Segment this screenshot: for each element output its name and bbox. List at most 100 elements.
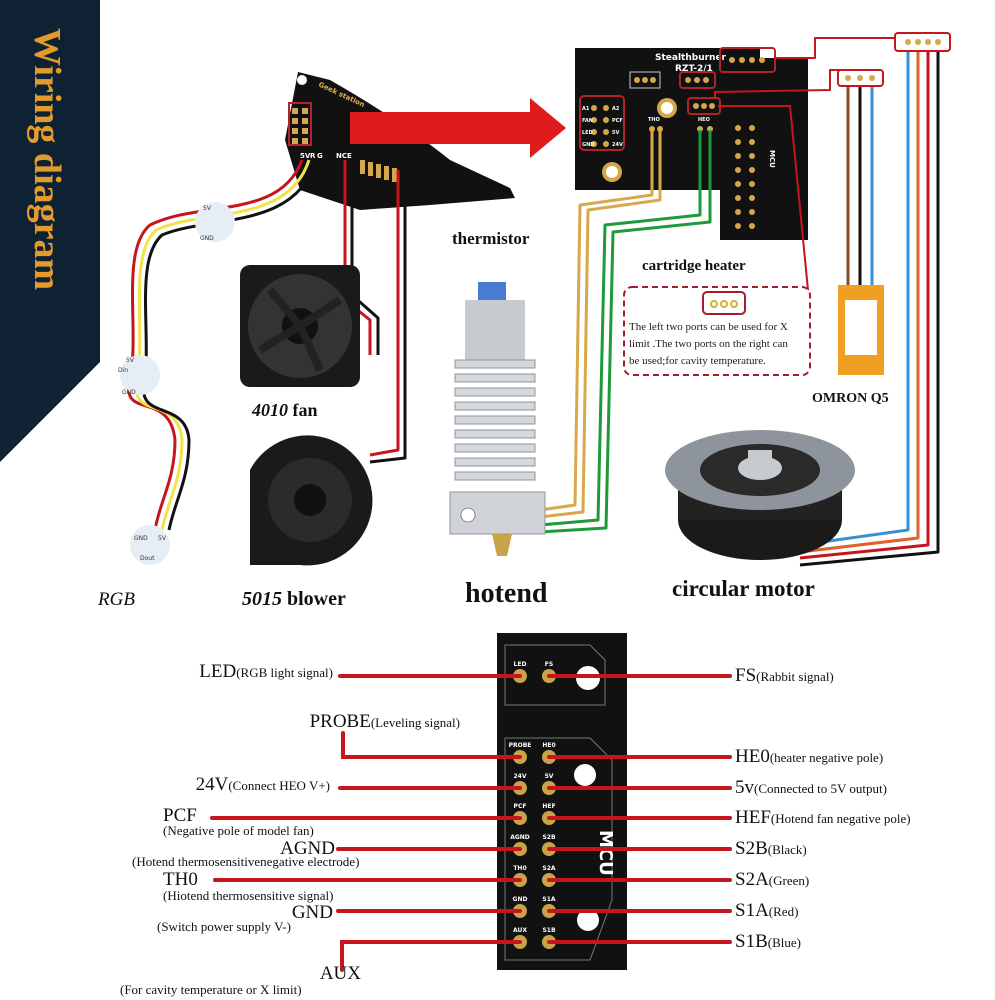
label-led: LED(RGB light signal) xyxy=(199,661,333,682)
right-pin-label: S1B(Blue) xyxy=(735,931,801,952)
mcu-pin-label: AGND xyxy=(510,834,530,841)
motor-connector xyxy=(894,32,951,52)
pin-desc: (heater negative pole) xyxy=(770,750,883,765)
blower-5015 xyxy=(250,435,373,566)
circular-motor-label: circular motor xyxy=(672,576,815,601)
pin-label: R xyxy=(310,152,316,160)
board-subtitle: RZT-2/1 xyxy=(675,64,713,74)
pin-desc: (Green) xyxy=(769,873,809,888)
omron-sensor xyxy=(838,285,884,375)
mcu-pin-label: PROBE xyxy=(509,742,532,749)
port-label: HEO xyxy=(698,117,710,123)
fan-4010-label: 4010 fan xyxy=(251,400,318,420)
led-label: GND xyxy=(134,535,148,542)
pin-label: 5V xyxy=(300,152,311,160)
stealthburner-board: Stealthburner RZT-2/1 xyxy=(575,47,808,240)
left-pin-labels: LED(RGB light signal) PROBE(Leveling sig… xyxy=(120,661,460,997)
pin-desc: (Blue) xyxy=(768,935,801,950)
label-probe: PROBE(Leveling signal) xyxy=(310,711,460,732)
rgb-leds: 5V GND Din 5V GND GND 5V Dout xyxy=(118,202,235,565)
cartridge-heater-label: cartridge heater xyxy=(642,258,746,274)
label-aux: AUX xyxy=(320,963,361,984)
port-label: THO xyxy=(648,117,660,123)
mcu-pin-label: S1A xyxy=(542,896,555,903)
port-label: MCU xyxy=(768,150,776,168)
callout-line: The left two ports can be used for X xyxy=(629,321,788,333)
mcu-pin-label: FS xyxy=(545,661,553,668)
pin-desc: (Rabbit signal) xyxy=(756,669,834,684)
pin-name: LED xyxy=(199,661,236,682)
mcu-pin-label: PCF xyxy=(514,803,527,810)
pin-name: HEF xyxy=(735,807,771,828)
pin-name: PROBE xyxy=(310,711,371,732)
label-pcf: PCF xyxy=(163,805,197,826)
pin-desc: (RGB light signal) xyxy=(236,665,333,680)
pin-label: NCE xyxy=(336,152,352,160)
pin-desc: (Switch power supply V-) xyxy=(157,919,291,934)
hotend-label: hotend xyxy=(465,578,548,609)
pin-name: S1B xyxy=(735,931,768,952)
pin-name: HE0 xyxy=(735,746,770,767)
mcu-pin-label: HE0 xyxy=(542,742,555,749)
fan-word: fan xyxy=(293,400,318,420)
pin-name: S2B xyxy=(735,838,768,859)
label-agnd: AGND xyxy=(280,838,335,859)
right-pin-labels: FS(Rabbit signal) HE0(heater negative pol… xyxy=(735,665,911,952)
thermistor-label: thermistor xyxy=(452,229,530,248)
circular-motor xyxy=(665,430,855,560)
pin-label: GND xyxy=(582,142,594,148)
mcu-board-label: MCU xyxy=(595,830,616,876)
led-label: Dout xyxy=(140,555,155,562)
pin-desc: (Red) xyxy=(769,904,799,919)
label-th0: TH0 xyxy=(163,869,198,890)
led-label: 5V xyxy=(158,535,167,542)
pin-desc: (Connect HEO V+) xyxy=(228,778,330,793)
pin-label: A1 xyxy=(582,106,590,112)
pin-desc: (Hotend fan negative pole) xyxy=(771,811,911,826)
banner-title: Wiring diagram xyxy=(26,28,68,290)
mcu-pin-label: S1B xyxy=(542,927,555,934)
blower-label: 5015 blower xyxy=(242,588,346,610)
pin-desc: (Black) xyxy=(768,842,807,857)
pin-name: FS xyxy=(735,665,756,686)
mcu-pin-label: LED xyxy=(514,661,527,668)
mcu-pin-label: HEF xyxy=(542,803,555,810)
pin-label: FAN xyxy=(582,118,593,124)
pin-desc: (Connected to 5V output) xyxy=(754,781,887,796)
board-title: Stealthburner xyxy=(655,53,727,63)
mcu-pin-label: S2A xyxy=(542,865,555,872)
pin-label: 24V xyxy=(612,142,623,148)
pin-name: 24V xyxy=(196,774,229,795)
right-pin-label: FS(Rabbit signal) xyxy=(735,665,834,686)
label-24v: 24V(Connect HEO V+) xyxy=(196,774,330,795)
pin-label: A2 xyxy=(612,106,620,112)
pin-desc: (For cavity temperature or X limit) xyxy=(120,982,302,997)
led-label: 5V xyxy=(126,357,135,364)
pin-desc: (Hotend thermosensitivenegative electrod… xyxy=(132,854,359,869)
pin-label: G xyxy=(317,152,323,160)
pin-name: S2A xyxy=(735,869,769,890)
mcu-pin-label: 24V xyxy=(514,773,527,780)
right-pin-label: S1A(Red) xyxy=(735,900,798,921)
fan-model: 4010 xyxy=(251,400,288,420)
mcu-pin-label: AUX xyxy=(513,927,527,934)
right-pin-label: S2A(Green) xyxy=(735,869,809,890)
pin-name: S1A xyxy=(735,900,769,921)
callout-line: limit .The two ports on the right can xyxy=(629,338,788,350)
pin-desc: (Leveling signal) xyxy=(371,715,460,730)
led-label: 5V xyxy=(203,205,212,212)
connector-line xyxy=(340,940,522,972)
callout-line: be used;for cavity temperature. xyxy=(629,355,766,367)
arrow-icon xyxy=(350,98,566,158)
pin-label: LED xyxy=(582,130,593,136)
blower-word: blower xyxy=(287,588,346,610)
title-banner xyxy=(0,0,100,462)
pin-desc: (Negative pole of model fan) xyxy=(163,823,314,838)
label-gnd: GND xyxy=(292,902,333,923)
blower-model: 5015 xyxy=(242,588,282,610)
mcu-pin-label: 5V xyxy=(545,773,554,780)
pin-desc: (Hiotend thermosensitive signal) xyxy=(163,888,333,903)
pin-label: 5V xyxy=(612,130,619,136)
led-label: Din xyxy=(118,367,128,374)
